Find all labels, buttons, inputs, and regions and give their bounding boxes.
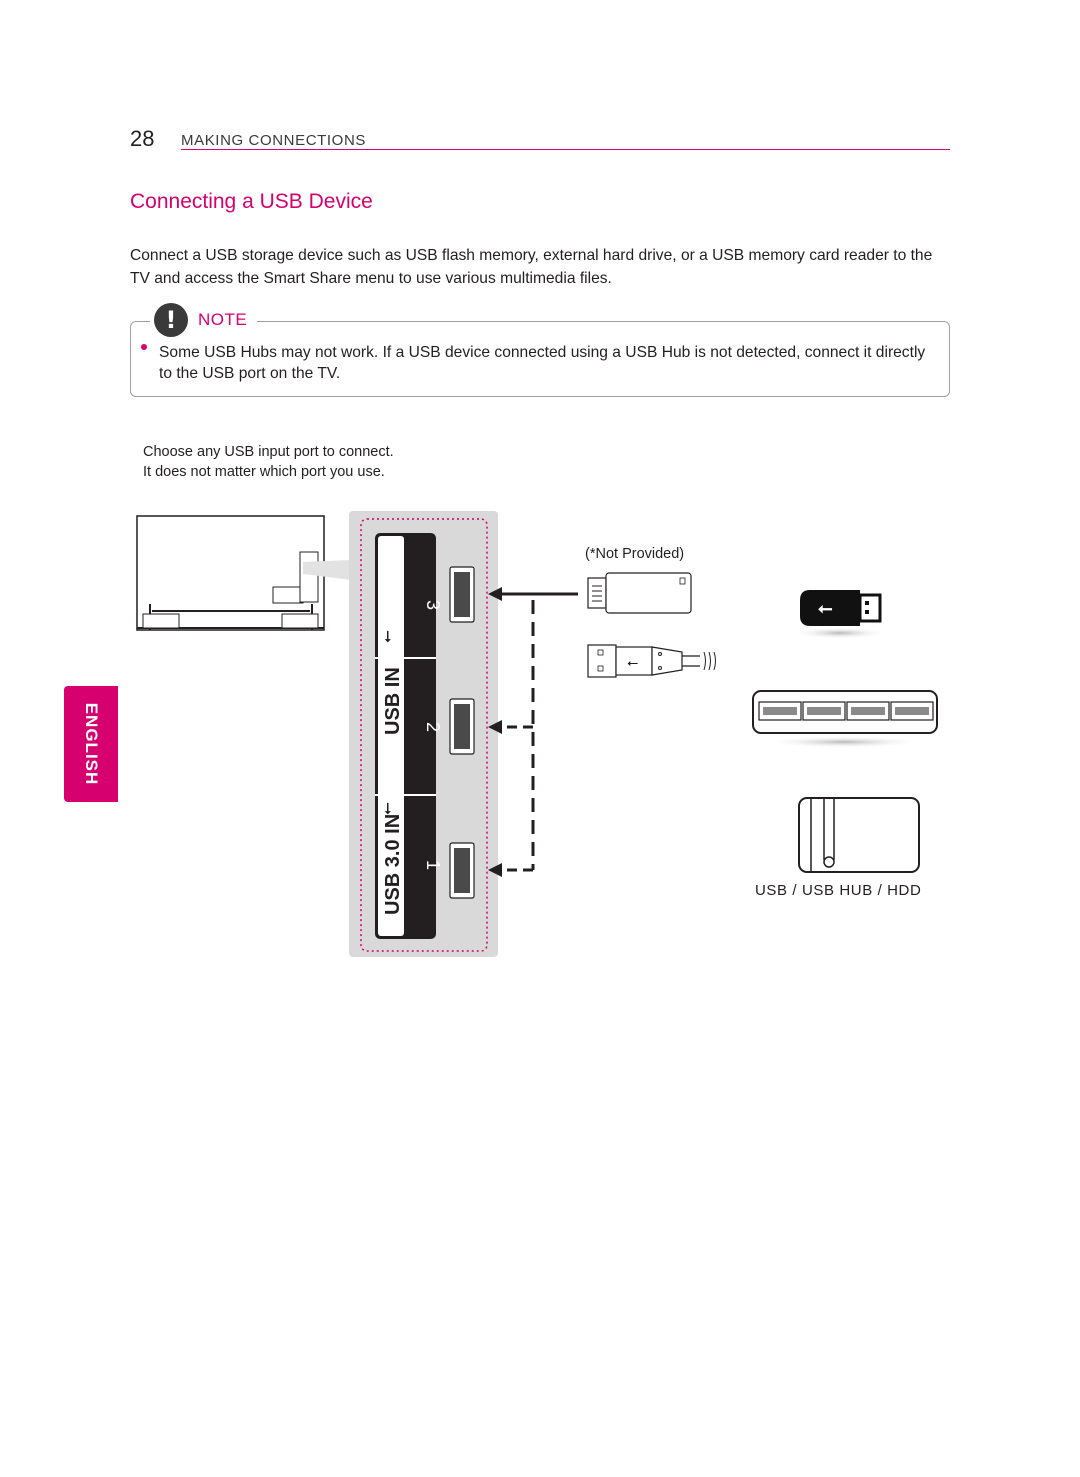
diagram-caption: Choose any USB input port to connect. It… bbox=[143, 442, 394, 482]
language-tab: ENGLISH bbox=[64, 686, 118, 802]
diagram-caption-line-2: It does not matter which port you use. bbox=[143, 464, 385, 480]
usb-symbol-icon-2: ⭠ bbox=[379, 802, 396, 815]
intro-paragraph: Connect a USB storage device such as USB… bbox=[130, 247, 933, 287]
usb-stick-icon: ⭠ bbox=[792, 590, 888, 639]
port-number-3: 3 bbox=[423, 600, 443, 610]
panel-label-usb3-in: USB 3.0 IN bbox=[382, 814, 404, 915]
tv-back-illustration bbox=[136, 515, 352, 631]
port-number-2: 2 bbox=[423, 722, 443, 732]
port-number-1: 1 bbox=[423, 860, 443, 870]
usb-trident-icon: ⭠ bbox=[627, 654, 638, 670]
page-number: 28 bbox=[130, 126, 155, 151]
note-box bbox=[130, 321, 950, 397]
bullet-icon bbox=[141, 344, 147, 350]
connection-arrows bbox=[488, 587, 578, 877]
flash-drive-illustration bbox=[587, 572, 692, 614]
header-rule bbox=[181, 149, 950, 150]
usb-port-1 bbox=[449, 842, 475, 899]
note-header: ! NOTE bbox=[150, 303, 258, 337]
usb-hub-illustration bbox=[752, 690, 938, 748]
note-label: NOTE bbox=[198, 310, 248, 329]
page-title: Connecting a USB Device bbox=[130, 190, 373, 213]
usb-symbol-icon: ⭠ bbox=[379, 630, 396, 643]
svg-text:⭠: ⭠ bbox=[818, 598, 833, 618]
note-item: Some USB Hubs may not work. If a USB dev… bbox=[159, 344, 926, 382]
usb-panel-zoom: USB IN USB 3.0 IN ⭠ ⭠ 3 2 1 bbox=[349, 511, 498, 957]
usb-cable-illustration: ⭠ bbox=[587, 644, 716, 678]
exclamation-icon: ! bbox=[154, 303, 188, 337]
panel-label-usb-in: USB IN bbox=[382, 667, 404, 735]
diagram-caption-line-1: Choose any USB input port to connect. bbox=[143, 444, 394, 460]
hdd-illustration bbox=[798, 797, 920, 873]
usb-port-2 bbox=[449, 698, 475, 755]
section-label: MAKING CONNECTIONS bbox=[181, 132, 366, 149]
usb-port-3 bbox=[449, 566, 475, 623]
devices-caption: USB / USB HUB / HDD bbox=[755, 882, 922, 899]
not-provided-label: (*Not Provided) bbox=[585, 546, 685, 562]
